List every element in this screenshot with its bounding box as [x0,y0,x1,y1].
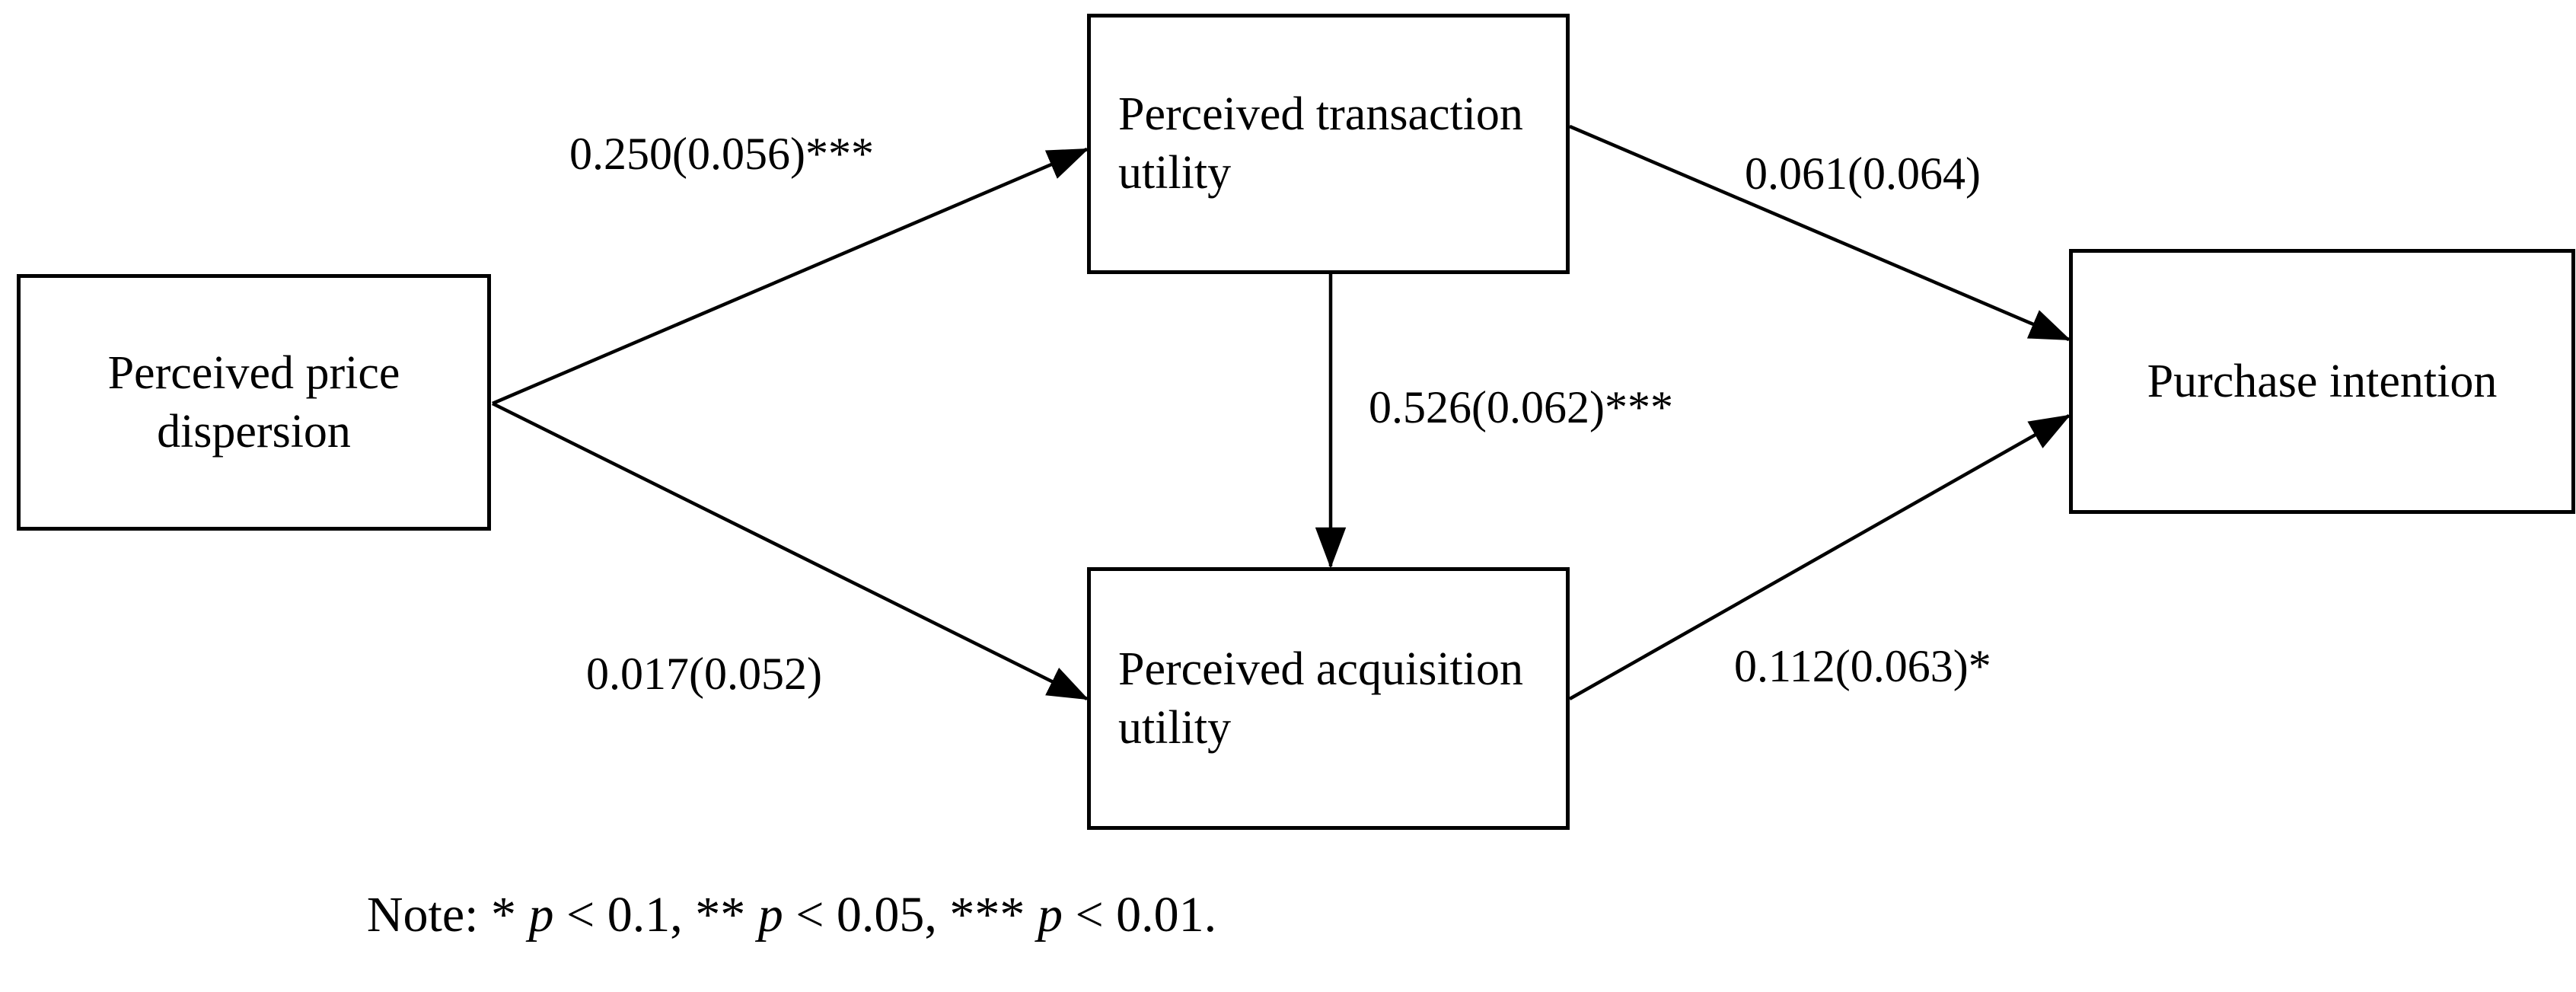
note-mid-1: < 0.1, ** [553,887,758,943]
note-p-2: p [757,887,783,943]
edge-label-pd-to-tu: 0.250(0.056)*** [569,129,874,179]
node-perceived-price-dispersion[interactable]: Perceived price dispersion [17,274,491,531]
edge-line-tu-to-pi [1569,124,2071,342]
edge-label-pd-to-au: 0.017(0.052) [586,649,822,699]
node-perceived-transaction-utility[interactable]: Perceived transaction utility [1087,14,1570,274]
note-p-3: p [1037,887,1063,943]
node-purchase-intention[interactable]: Purchase intention [2069,249,2575,514]
edge-line-pd-to-au [491,401,1089,701]
edge-label-tu-to-au: 0.526(0.062)*** [1369,382,1673,432]
significance-note: Note: * p < 0.1, ** p < 0.05, *** p < 0.… [0,887,1583,943]
node-label: Perceived acquisition utility [1118,643,1523,754]
edge-label-tu-to-pi: 0.061(0.064) [1745,148,1981,199]
edge-label-au-to-pi: 0.112(0.063)* [1734,641,1991,691]
note-mid-2: < 0.05, *** [783,887,1038,943]
node-label: Perceived price dispersion [107,346,400,458]
node-label: Perceived transaction utility [1118,88,1523,199]
edge-line-pd-to-tu [492,147,1089,406]
note-suffix: < 0.01. [1062,887,1217,943]
node-label: Purchase intention [2147,355,2498,407]
edge-line-au-to-pi [1568,414,2071,700]
note-p-1: p [528,887,554,943]
node-perceived-acquisition-utility[interactable]: Perceived acquisition utility [1087,567,1570,830]
note-prefix: Note: * [366,887,529,943]
